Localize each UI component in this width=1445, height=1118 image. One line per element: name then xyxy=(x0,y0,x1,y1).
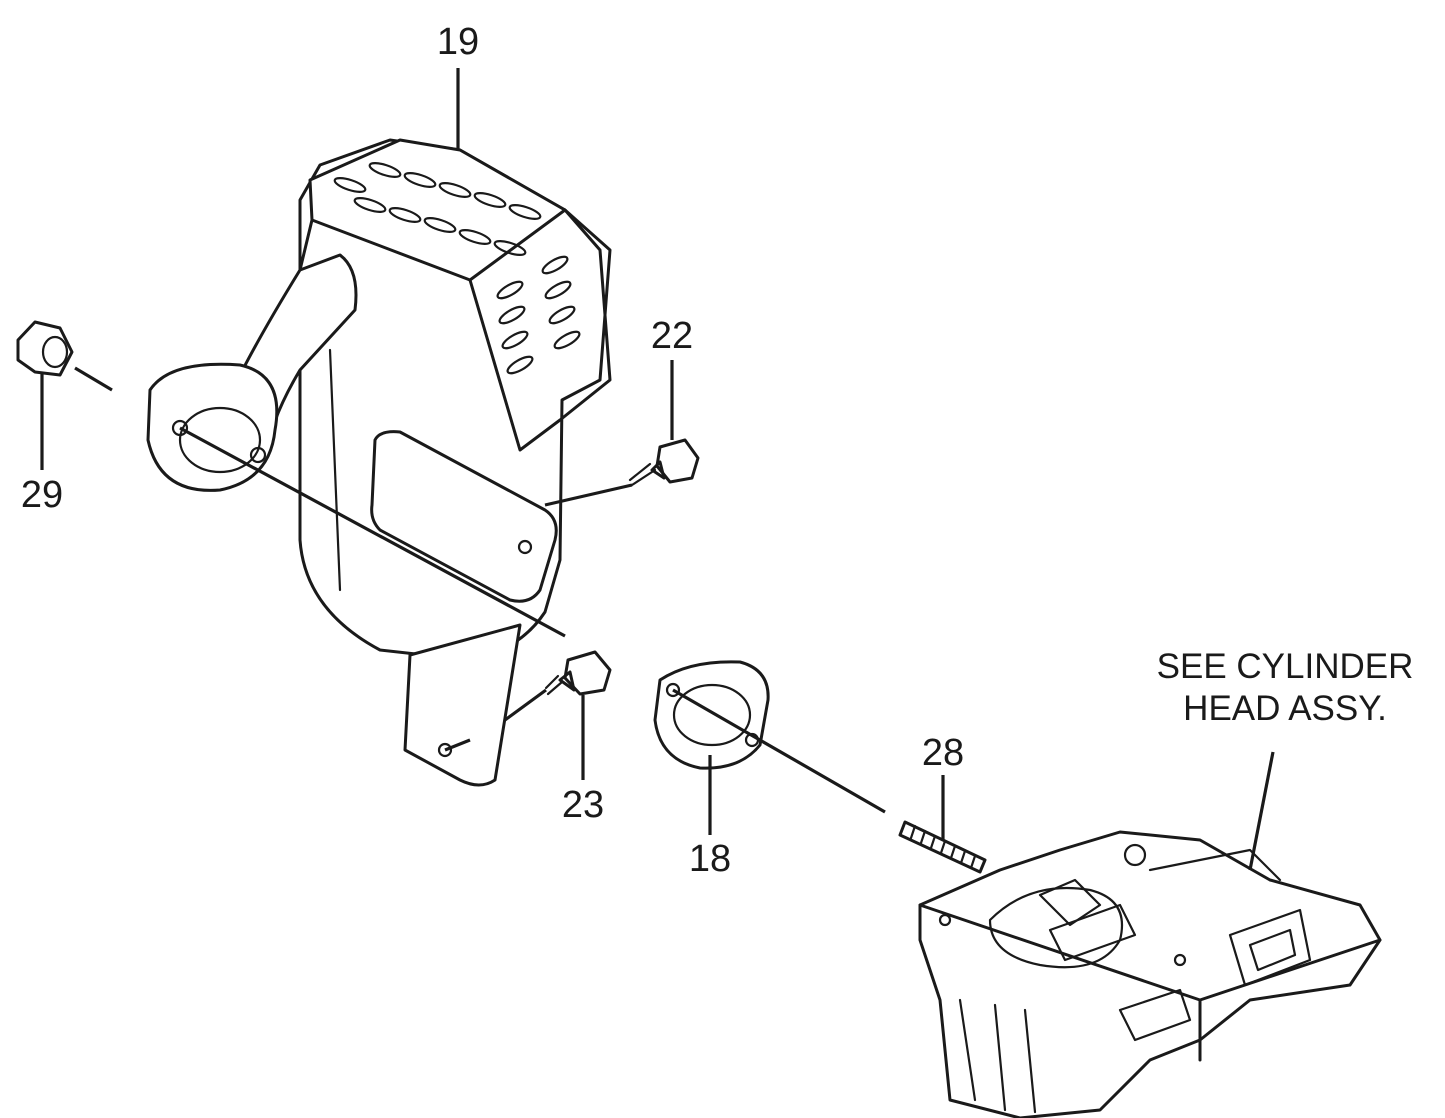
muffler-part xyxy=(146,138,612,787)
bolt-upper-part xyxy=(628,438,700,487)
reference-note-line2: HEAD ASSY. xyxy=(1183,689,1387,728)
bolt-lower-part xyxy=(544,650,612,696)
callout-29: 29 xyxy=(21,474,63,516)
leader-lines xyxy=(40,68,1275,871)
gasket-part xyxy=(653,660,770,770)
reference-note-line1: SEE CYLINDER xyxy=(1157,647,1414,686)
assembly-lines xyxy=(74,366,886,814)
stud-part xyxy=(898,820,987,874)
callout-19: 19 xyxy=(437,21,479,63)
cylinder-head-part xyxy=(918,830,1382,1118)
callout-18: 18 xyxy=(689,838,731,880)
nut-part xyxy=(16,320,74,377)
callout-22: 22 xyxy=(651,315,693,357)
callout-28: 28 xyxy=(922,732,964,774)
callout-23: 23 xyxy=(562,784,604,826)
muffler-vent-slots xyxy=(333,162,581,375)
